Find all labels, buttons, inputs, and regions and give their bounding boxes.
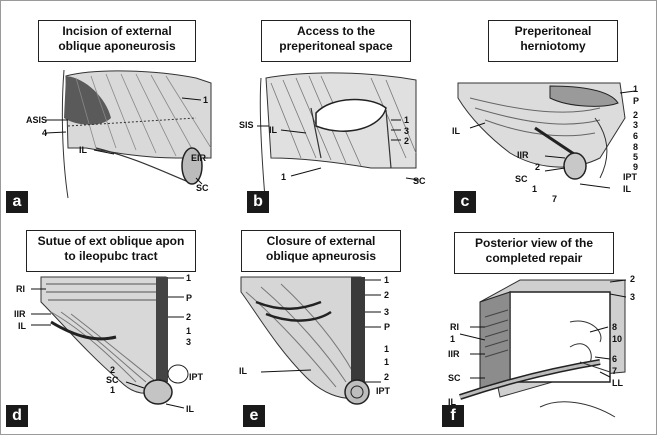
label-4: 4	[42, 128, 47, 138]
label-2: 2	[186, 312, 191, 322]
label-p: P	[186, 293, 192, 303]
panel-f-illustration: 2 3 RI 1 IIR SC IL 8 10 6 7 LL	[440, 222, 652, 427]
label-9: 9	[633, 162, 638, 172]
label-2: 2	[404, 136, 409, 146]
label-il-right: IL	[186, 404, 195, 414]
label-ipt: IPT	[189, 372, 204, 382]
label-2-lower: 2	[110, 365, 115, 375]
label-2: 2	[630, 274, 635, 284]
panel-c: Preperitoneal herniotomy 1 P 2 3 IL 6 8 …	[440, 8, 652, 213]
label-ipt: IPT	[376, 386, 391, 396]
panel-a-letter: a	[6, 191, 28, 213]
label-1: 1	[186, 273, 191, 283]
label-ll: LL	[612, 378, 623, 388]
label-8: 8	[612, 322, 617, 332]
label-3: 3	[633, 120, 638, 130]
panel-b: Access to the preperitoneal space SIS 1 …	[221, 8, 433, 213]
label-1-lower: 1	[532, 184, 537, 194]
label-1-lower: 1	[281, 172, 286, 182]
label-iir: IIR	[14, 309, 26, 319]
label-sc: SC	[196, 183, 209, 193]
panel-e-illustration: 1 2 3 P IL 1 1 2 IPT	[221, 222, 433, 427]
label-eir: EIR	[191, 153, 207, 163]
label-il: IL	[18, 321, 27, 331]
label-3: 3	[404, 126, 409, 136]
label-sc: SC	[106, 375, 119, 385]
label-il-right: IL	[623, 184, 632, 194]
panel-f-letter: f	[442, 405, 464, 427]
label-1: 1	[203, 95, 208, 105]
panel-e-letter: e	[243, 405, 265, 427]
label-iir: IIR	[517, 150, 529, 160]
label-7: 7	[552, 194, 557, 204]
panel-c-letter: c	[454, 191, 476, 213]
label-10: 10	[612, 334, 622, 344]
label-asis: ASIS	[26, 115, 47, 125]
label-6: 6	[633, 131, 638, 141]
label-iir: IIR	[448, 349, 460, 359]
panel-d: Sutue of ext oblique apon to ileopubc tr…	[6, 222, 218, 427]
label-1: 1	[384, 275, 389, 285]
label-sc: SC	[413, 176, 426, 186]
label-5: 5	[633, 152, 638, 162]
label-1-lower: 1	[384, 357, 389, 367]
label-1: 1	[404, 115, 409, 125]
label-2-lower: 2	[384, 372, 389, 382]
label-2-lower: 2	[535, 162, 540, 172]
panel-e: Closure of external oblique apneurosis 1…	[221, 222, 433, 427]
panel-d-illustration: 1 RI P IIR 2 IL 1 3 2 SC IPT 1 IL	[6, 222, 218, 427]
label-sc: SC	[448, 373, 461, 383]
panel-a: Incision of external oblique aponeurosis…	[6, 8, 218, 213]
panel-b-letter: b	[247, 191, 269, 213]
label-p: P	[633, 96, 639, 106]
label-il: IL	[79, 145, 88, 155]
panel-d-letter: d	[6, 405, 28, 427]
label-sis: SIS	[239, 120, 254, 130]
label-7: 7	[612, 366, 617, 376]
panel-b-illustration: SIS 1 3 2 IL 1 SC	[221, 8, 433, 213]
panel-c-illustration: 1 P 2 3 IL 6 8 IIR 5 9 2 IPT SC 1 IL 7	[440, 8, 652, 213]
label-il: IL	[239, 366, 248, 376]
label-1-mid: 1	[384, 344, 389, 354]
label-sc: SC	[515, 174, 528, 184]
label-1-lower: 1	[110, 385, 115, 395]
label-2: 2	[633, 110, 638, 120]
panel-a-illustration: ASIS 4 1 IL EIR SC	[6, 8, 218, 213]
label-8: 8	[633, 142, 638, 152]
label-1: 1	[450, 334, 455, 344]
label-p: P	[384, 322, 390, 332]
label-2: 2	[384, 290, 389, 300]
label-3: 3	[384, 307, 389, 317]
label-il: IL	[269, 125, 278, 135]
label-ri: RI	[16, 284, 25, 294]
label-6: 6	[612, 354, 617, 364]
label-1: 1	[633, 84, 638, 94]
label-il: IL	[452, 126, 461, 136]
label-ri: RI	[450, 322, 459, 332]
label-1-mid: 1	[186, 326, 191, 336]
label-3: 3	[186, 337, 191, 347]
label-3: 3	[630, 292, 635, 302]
label-ipt: IPT	[623, 172, 638, 182]
panel-f: Posterior view of the completed repair 2…	[440, 222, 652, 427]
